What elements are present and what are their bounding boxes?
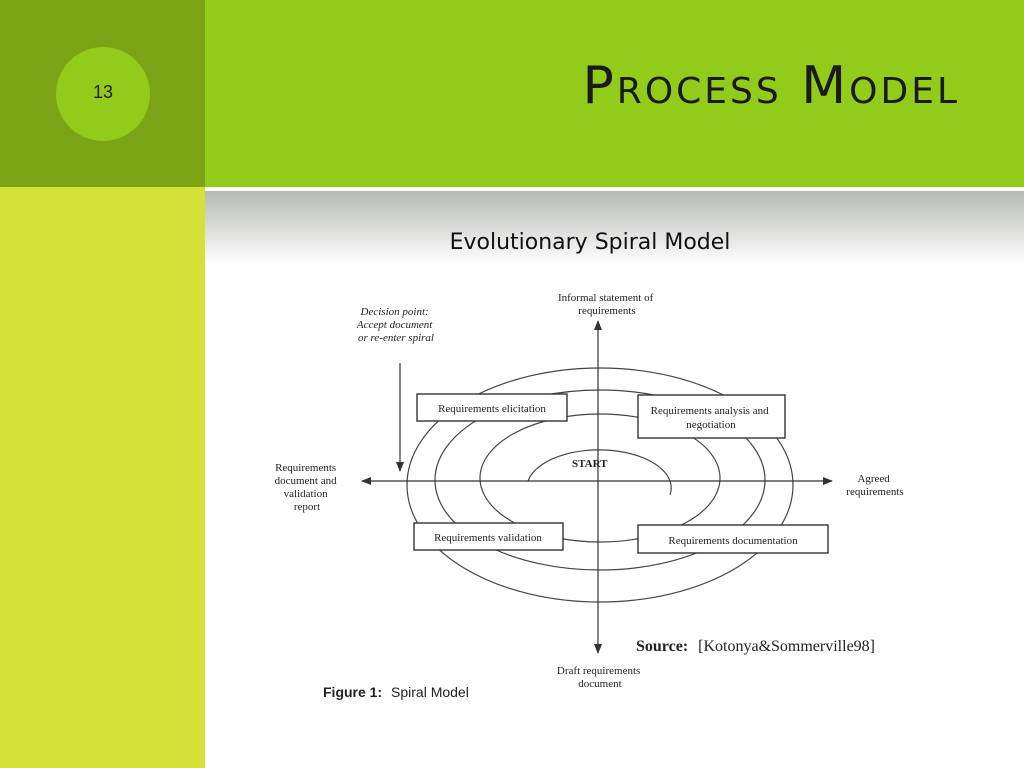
outer-spiral-ring — [406, 367, 794, 603]
box-requirements-validation — [413, 522, 564, 551]
slide-title: Process Model — [582, 56, 960, 116]
box-requirements-analysis — [637, 394, 786, 439]
banner-divider — [205, 187, 1024, 191]
middle-spiral-ring — [434, 389, 766, 571]
analysis-label: Requirements analysis and negotiation — [651, 405, 772, 431]
slide-subtitle: Evolutionary Spiral Model — [449, 230, 731, 255]
box-requirements-documentation — [637, 524, 829, 554]
slide-number: 13 — [92, 82, 114, 102]
decision-point-note: Decision point: Accept document or re-en… — [356, 306, 435, 344]
right-axis-label: Agreed requirements — [846, 473, 903, 498]
source-citation: Source: [Kotonya&Sommerville98] — [636, 638, 875, 655]
top-axis-label: Informal statement of requirements — [558, 292, 656, 317]
title-banner — [205, 0, 1024, 187]
start-spiral-arc — [527, 449, 672, 496]
start-label: START — [572, 458, 608, 470]
validation-label: Requirements validation — [434, 532, 542, 544]
sidebar-bottom-panel — [0, 187, 205, 768]
bottom-axis-label: Draft requirements document — [557, 665, 643, 690]
slide-number-badge — [56, 47, 150, 141]
inner-spiral-ring — [479, 413, 721, 543]
subtitle-band — [205, 191, 1024, 266]
elicitation-label: Requirements elicitation — [438, 403, 546, 415]
left-axis-label: Requirements document and validation rep… — [275, 462, 340, 513]
spiral-model-diagram: Informal statement of requirements Decis… — [275, 292, 904, 700]
figure-caption: Figure 1: Spiral Model — [323, 684, 469, 700]
box-requirements-elicitation — [416, 393, 568, 422]
documentation-label: Requirements documentation — [668, 535, 798, 547]
